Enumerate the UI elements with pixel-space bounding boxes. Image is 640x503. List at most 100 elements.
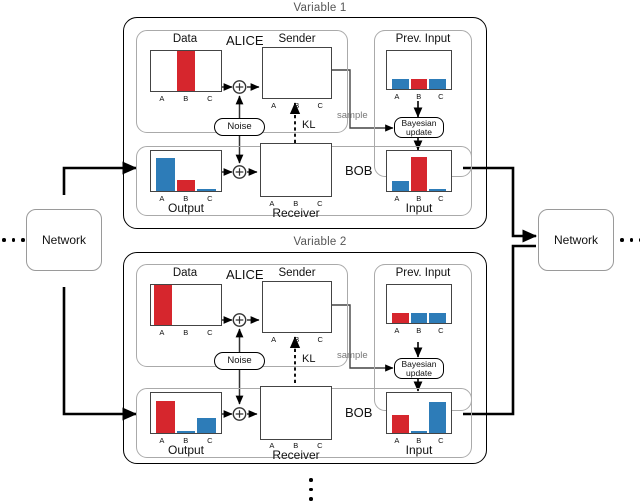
bar	[156, 401, 175, 433]
variable-1-container	[123, 17, 487, 229]
variable-2-data-title: Data	[172, 267, 198, 279]
bar	[391, 78, 409, 89]
axis-tick: A	[269, 199, 275, 208]
axis-tick: B	[416, 92, 422, 101]
ellipsis-right	[620, 238, 640, 242]
variable-1-noise-label: Noise	[227, 121, 252, 133]
bar	[391, 415, 409, 433]
variable-1-title: Variable 1	[293, 2, 347, 14]
axis-tick: A	[159, 436, 165, 445]
variable-2-prev-input-title: Prev. Input	[395, 267, 451, 279]
variable-2-container	[123, 252, 487, 464]
variable-2-input-chart	[386, 392, 452, 434]
variable-1-prev-input-axis: A B C	[386, 92, 452, 101]
bar	[410, 156, 428, 191]
axis-tick: B	[416, 194, 422, 203]
variable-2-sender-axis: A B C	[262, 335, 332, 344]
network-box-right[interactable]: Network	[538, 209, 614, 271]
variable-1-data-chart	[150, 50, 222, 92]
variable-1-receiver-axis: A B C	[260, 199, 332, 208]
variable-1-receiver-chart	[260, 143, 332, 197]
network-box-left[interactable]: Network	[26, 209, 102, 271]
ellipsis-bottom	[309, 478, 313, 501]
variable-1-kl-label: KL	[302, 119, 316, 131]
variable-2-bayesian-line-1: Bayesian	[401, 358, 437, 369]
bar	[429, 312, 447, 323]
variable-1-input-axis: A B C	[386, 194, 452, 203]
axis-tick: C	[207, 94, 213, 103]
variable-1-output-caption: Output	[167, 201, 205, 215]
variable-1-output-chart	[150, 150, 222, 192]
network-backbone-left	[62, 161, 138, 421]
variable-2-bayesian-update-box[interactable]: Bayesian update	[394, 358, 444, 379]
axis-tick: A	[394, 436, 400, 445]
axis-tick: B	[294, 335, 300, 344]
variable-2-data-axis: A B C	[150, 328, 222, 337]
variable-2-noise-box[interactable]: Noise	[214, 352, 265, 370]
axis-tick: A	[269, 441, 275, 450]
variable-1-input-bars	[387, 151, 451, 191]
axis-tick: B	[293, 441, 299, 450]
bar	[410, 78, 428, 89]
variable-1-sender-title: Sender	[278, 33, 316, 45]
variable-2-input-bars	[387, 393, 451, 433]
axis-tick: C	[207, 328, 213, 337]
variable-2-data-chart	[150, 284, 222, 326]
axis-tick: B	[294, 101, 300, 110]
v2-wiring	[222, 304, 423, 421]
variable-1-receiver-caption: Receiver	[272, 206, 320, 220]
bar	[197, 189, 216, 191]
ellipsis-left	[2, 238, 25, 242]
variable-2-output-chart	[150, 392, 222, 434]
variable-2-receiver-chart	[260, 386, 332, 440]
variable-2-output-bars	[151, 393, 221, 433]
variable-1-data-title: Data	[172, 33, 198, 45]
axis-tick: C	[438, 194, 444, 203]
variable-2-receiver-axis: A B C	[260, 441, 332, 450]
axis-tick: B	[183, 328, 189, 337]
axis-tick: A	[271, 101, 277, 110]
bar	[176, 179, 196, 191]
axis-tick: C	[317, 101, 323, 110]
axis-tick: B	[293, 199, 299, 208]
axis-tick: B	[183, 436, 189, 445]
variable-1-input-chart	[386, 150, 452, 192]
variable-2-title: Variable 2	[293, 236, 347, 248]
variable-1-bob-label: BOB	[345, 163, 373, 178]
axis-tick: A	[159, 94, 165, 103]
variable-1-sample-label: sample	[337, 110, 368, 121]
variable-1-sender-chart	[262, 47, 332, 99]
bar	[429, 189, 447, 191]
variable-2-prev-input-chart	[386, 284, 452, 324]
variable-2-data-bars	[151, 285, 221, 325]
bar	[429, 401, 447, 433]
axis-tick: C	[207, 436, 213, 445]
variable-2-input-caption: Input	[405, 443, 433, 457]
variable-1-bayesian-update-box[interactable]: Bayesian update	[394, 117, 444, 138]
variable-1-data-axis: A B C	[150, 94, 222, 103]
axis-tick: C	[207, 194, 213, 203]
axis-tick: A	[394, 326, 400, 335]
axis-tick: B	[183, 94, 189, 103]
bar	[410, 312, 428, 323]
variable-1-prev-input-bars	[387, 51, 451, 89]
variable-2-receiver-caption: Receiver	[272, 448, 320, 462]
axis-tick: B	[416, 436, 422, 445]
axis-tick: C	[317, 199, 323, 208]
bar	[176, 51, 196, 91]
axis-tick: C	[317, 335, 323, 344]
variable-2-input-axis: A B C	[386, 436, 452, 445]
axis-tick: C	[438, 326, 444, 335]
variable-2-sender-title: Sender	[278, 267, 316, 279]
axis-tick: B	[416, 326, 422, 335]
variable-1-noise-box[interactable]: Noise	[214, 118, 265, 136]
axis-tick: B	[183, 194, 189, 203]
variable-1-bayesian-line-2: update	[406, 126, 432, 137]
bar	[153, 285, 172, 325]
network-right-label: Network	[553, 233, 598, 247]
axis-tick: A	[394, 194, 400, 203]
variable-1-prev-input-chart	[386, 50, 452, 90]
axis-tick: A	[271, 335, 277, 344]
variable-1-input-caption: Input	[405, 201, 433, 215]
